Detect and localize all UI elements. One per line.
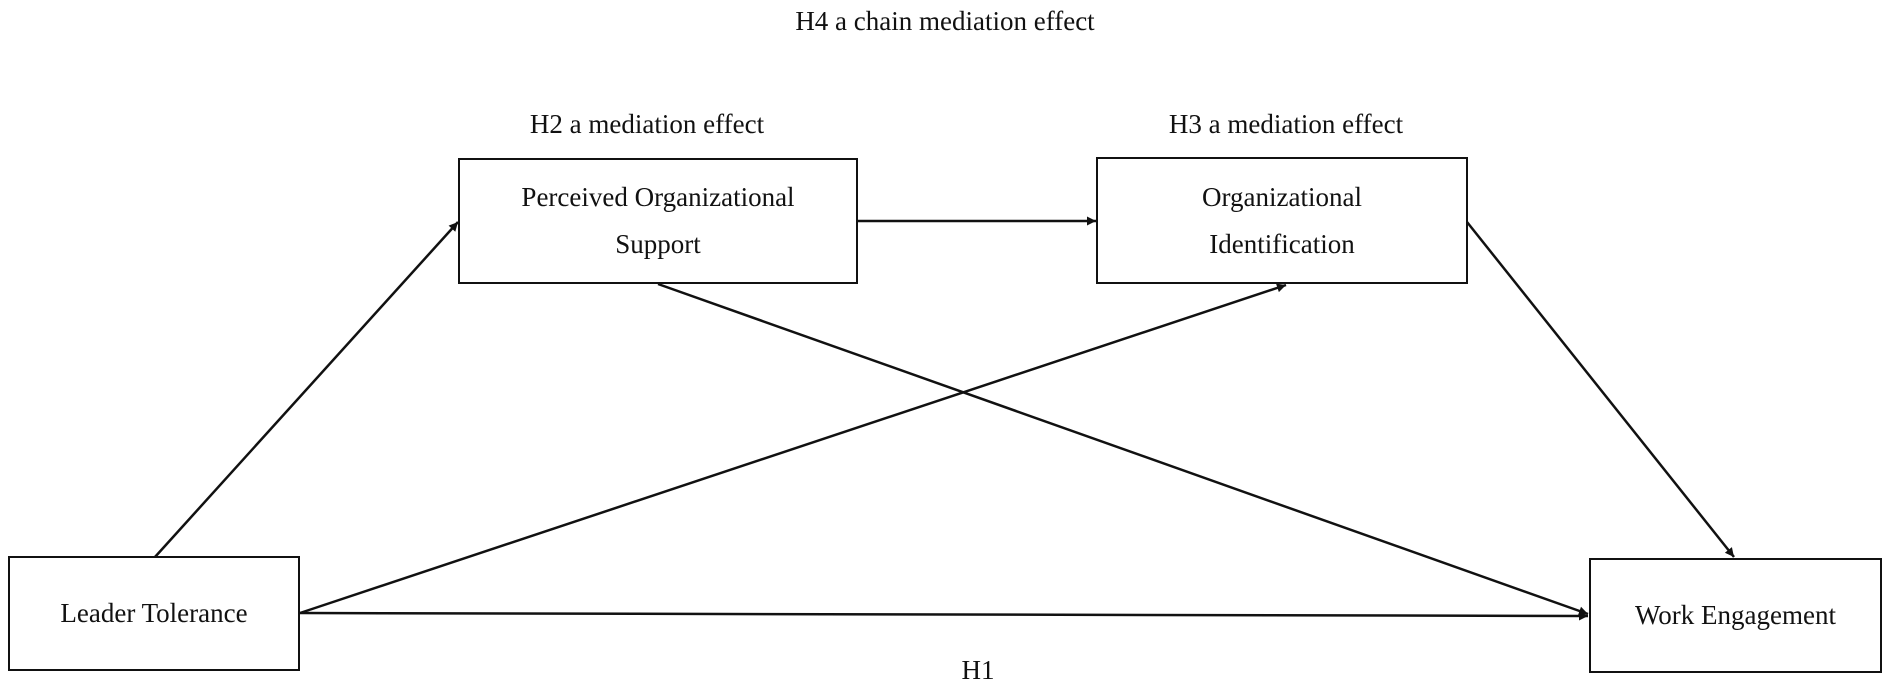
perceived-organizational-support-box: Perceived Organizational Support [458, 158, 858, 284]
arrow-support-to-engagement [657, 282, 1589, 616]
arrow-identification-to-engagement [1466, 221, 1735, 558]
work-engagement-box: Work Engagement [1589, 558, 1882, 673]
work-engagement-label: Work Engagement [1634, 600, 1836, 630]
arrow-leader-to-engagement [299, 611, 1589, 621]
leader-tolerance-label: Leader Tolerance [60, 598, 248, 628]
perceived-support-line2: Support [615, 229, 701, 259]
perceived-support-line1: Perceived Organizational [521, 182, 795, 212]
arrow-leader-to-support [154, 221, 459, 558]
org-identification-line2: Identification [1209, 228, 1355, 259]
organizational-identification-box: Organizational Identification [1096, 157, 1468, 284]
h1-direct-effect-label: H1 [961, 655, 995, 685]
h4-chain-mediation-label: H4 a chain mediation effect [795, 6, 1095, 36]
leader-tolerance-box: Leader Tolerance [8, 556, 300, 671]
h2-mediation-label: H2 a mediation effect [529, 109, 765, 139]
org-identification-line1: Organizational [1202, 181, 1362, 212]
arrow-leader-to-identification [299, 283, 1287, 615]
h3-mediation-label: H3 a mediation effect [1168, 109, 1404, 139]
